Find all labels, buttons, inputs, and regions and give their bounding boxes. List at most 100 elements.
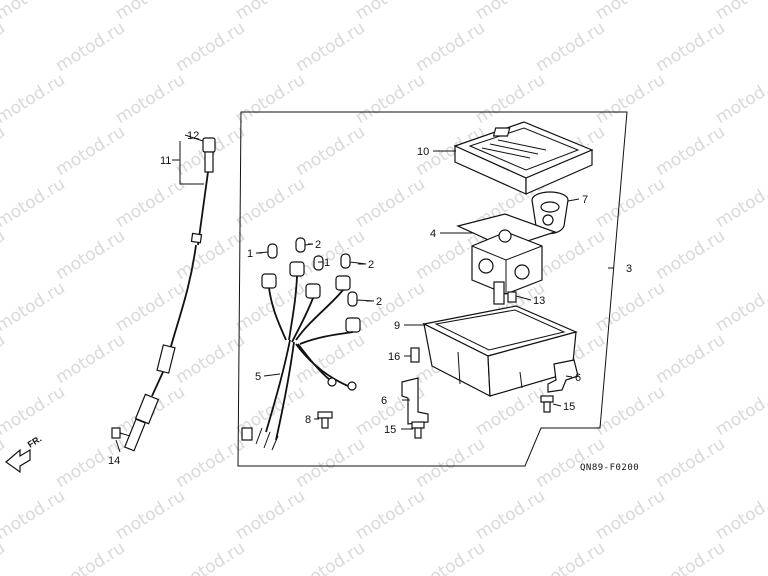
watermark-text: motod.ru (52, 122, 129, 180)
watermark-text: motod.ru (292, 18, 369, 76)
callout-6: 6 (381, 395, 387, 407)
callout-3: 3 (626, 263, 632, 275)
watermark-text: motod.ru (232, 0, 309, 24)
watermark-text: motod.ru (292, 434, 369, 492)
bracket-right (547, 359, 579, 393)
watermark-text: motod.ru (232, 70, 309, 128)
meter-case (453, 121, 594, 195)
diagram-code: QN89-F0200 (580, 463, 639, 473)
meter-lower-case (422, 305, 578, 398)
cable-lower-fitting (134, 393, 160, 425)
watermark-text: motod.ru (592, 0, 669, 24)
watermark-text: motod.ru (52, 330, 129, 388)
callout-8: 8 (305, 414, 311, 426)
watermark-text: motod.ru (412, 434, 489, 492)
watermark-text: motod.ru (232, 486, 309, 544)
cable-upper-section (197, 171, 209, 246)
screw-13 (507, 291, 517, 303)
watermark-text: motod.ru (532, 18, 609, 76)
callout-10: 10 (417, 146, 429, 158)
cable-sleeve (190, 232, 203, 244)
watermark-text: motod.ru (172, 18, 249, 76)
watermark-text: motod.ru (172, 434, 249, 492)
callout-1: 1 (324, 257, 330, 269)
watermark-text: motod.ru (0, 538, 9, 576)
watermark-text: motod.ru (0, 18, 9, 76)
callout-5: 5 (255, 371, 261, 383)
meter-movement (456, 213, 557, 305)
callout-7: 7 (582, 194, 588, 206)
cable-lower-section (151, 371, 164, 397)
watermark-text: motod.ru (0, 278, 69, 336)
watermark-text: motod.ru (412, 538, 489, 576)
watermark-text: motod.ru (0, 122, 9, 180)
watermark-text: motod.ru (172, 330, 249, 388)
watermark-text: motod.ru (232, 174, 309, 232)
socket (345, 317, 361, 333)
watermark-text: motod.ru (352, 0, 429, 24)
watermark-text: motod.ru (472, 486, 549, 544)
watermark-text: motod.ru (652, 434, 729, 492)
watermark-text: motod.ru (592, 278, 669, 336)
callout-15: 15 (563, 401, 575, 413)
bulb-2c (347, 291, 358, 307)
socket (305, 283, 321, 299)
watermark-text: motod.ru (652, 226, 729, 284)
callout-2: 2 (315, 239, 321, 251)
watermark-text: motod.ru (352, 70, 429, 128)
callout-12: 12 (187, 130, 199, 142)
arrow-icon (5, 448, 31, 474)
callout-11: 11 (160, 155, 171, 167)
watermark-text: motod.ru (532, 538, 609, 576)
screw-15-right (540, 395, 554, 413)
watermark-text: motod.ru (0, 486, 69, 544)
front-direction-arrow: FR. (5, 434, 44, 474)
watermark-text: motod.ru (112, 0, 189, 24)
front-label: FR. (26, 434, 44, 450)
wire-harness (241, 261, 361, 451)
bulb-1b (313, 255, 324, 271)
meter-case-side (525, 149, 593, 195)
watermark-text: motod.ru (712, 70, 768, 128)
watermark-text: motod.ru (592, 70, 669, 128)
callout-13: 13 (533, 295, 545, 307)
watermark-text: motod.ru (0, 70, 69, 128)
callout-14: 14 (108, 455, 120, 467)
watermark-text: motod.ru (0, 330, 9, 388)
watermark-text: motod.ru (172, 226, 249, 284)
bulb-2a (295, 237, 306, 253)
socket (261, 273, 277, 289)
watermark-text: motod.ru (712, 174, 768, 232)
callout-6: 6 (575, 372, 581, 384)
callout-2: 2 (376, 296, 382, 308)
cable-grommet (156, 344, 176, 374)
watermark-text: motod.ru (0, 382, 69, 440)
watermark-text: motod.ru (472, 70, 549, 128)
connector (241, 427, 253, 441)
watermark-text: motod.ru (112, 174, 189, 232)
screw-8 (317, 411, 333, 429)
watermark-text: motod.ru (52, 226, 129, 284)
watermark-text: motod.ru (112, 70, 189, 128)
watermark-text: motod.ru (712, 0, 768, 24)
cable-nut-12 (202, 137, 216, 153)
callouts: 1 1 2 2 2 3 4 5 6 6 7 8 9 10 11 12 13 14… (108, 130, 632, 467)
watermark-text: motod.ru (412, 18, 489, 76)
callout-4: 4 (430, 228, 436, 240)
watermark-text: motod.ru (712, 278, 768, 336)
screw-16 (410, 347, 420, 363)
watermark-text: motod.ru (652, 18, 729, 76)
socket (289, 261, 305, 277)
cable-upper-fitting (204, 151, 214, 173)
callout-9: 9 (394, 320, 400, 332)
watermark-text: motod.ru (292, 538, 369, 576)
watermark-text: motod.ru (172, 538, 249, 576)
bulb-2b (340, 253, 351, 269)
cable-middle-section (169, 244, 197, 351)
watermark-text: motod.ru (592, 174, 669, 232)
callout-15: 15 (384, 424, 396, 436)
watermark-text: motod.ru (592, 486, 669, 544)
bracket-left (401, 377, 429, 425)
